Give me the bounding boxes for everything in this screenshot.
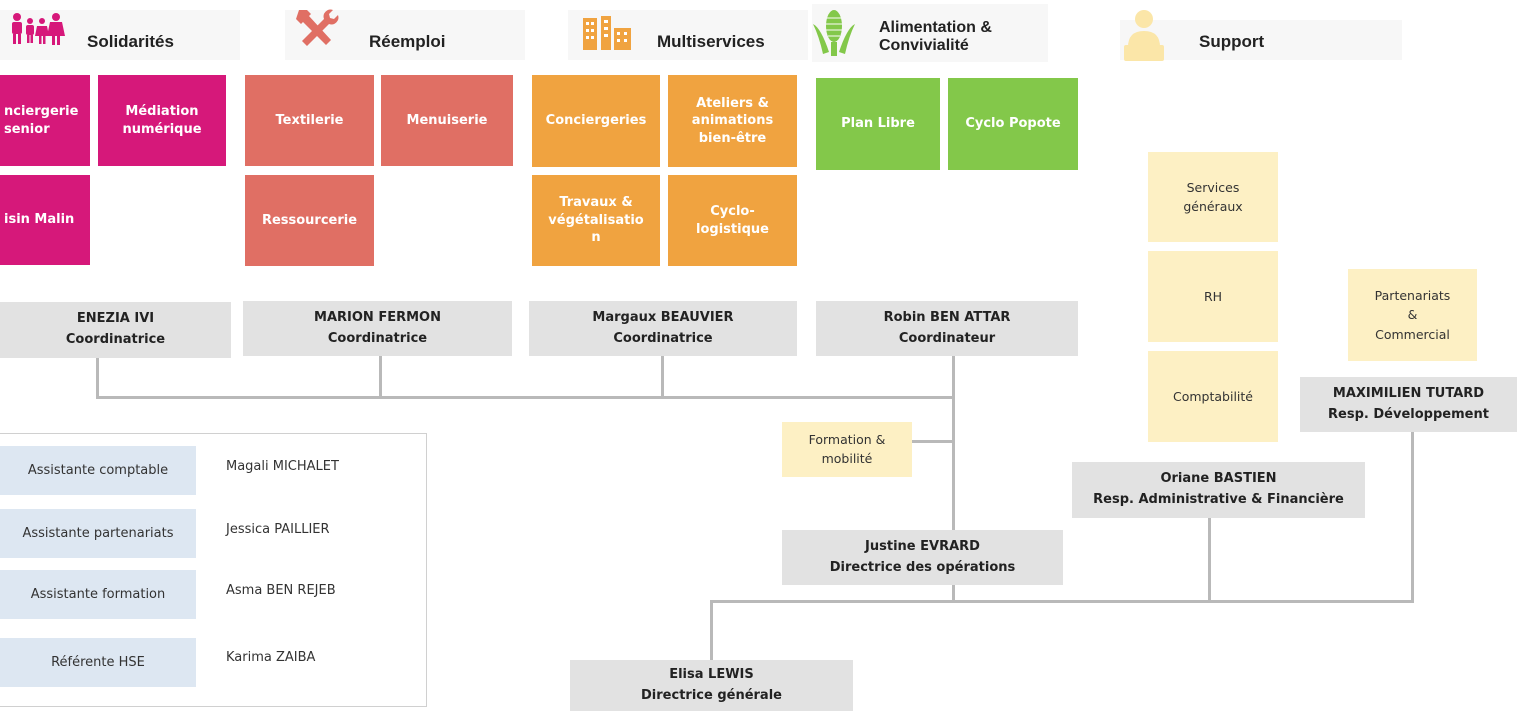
- tile-travaux: Travaux & végétalisatio n: [532, 175, 660, 266]
- person-name: Oriane BASTIEN: [1160, 471, 1277, 487]
- staff-name-2: Asma BEN REJEB: [226, 583, 336, 598]
- header-title-support: Support: [1199, 32, 1265, 51]
- header-title-solidarites: Solidarités: [87, 32, 174, 51]
- tile-label: Comptabilité: [1173, 388, 1253, 404]
- family-icon: [8, 12, 66, 46]
- tile-label: Médiation numérique: [122, 103, 202, 137]
- tile-conciergeries: Conciergeries: [532, 75, 660, 167]
- tile-label: Plan Libre: [841, 116, 915, 132]
- person-box-marion: MARION FERMON Coordinatrice: [243, 301, 512, 356]
- corn-icon: [811, 6, 857, 58]
- person-box-oriane: Oriane BASTIEN Resp. Administrative & Fi…: [1072, 462, 1365, 518]
- staff-name-0: Magali MICHALET: [226, 459, 339, 474]
- person-box-maximilien: MAXIMILIEN TUTARD Resp. Développement: [1300, 377, 1517, 432]
- tile-mediation-numerique: Médiation numérique: [98, 75, 226, 166]
- person-name: Robin BEN ATTAR: [883, 309, 1011, 325]
- tile-partenariats: Partenariats & Commercial: [1348, 269, 1477, 361]
- buildings-icon: [581, 14, 633, 50]
- connector-elisa: [710, 600, 713, 660]
- connector-oriane: [1208, 518, 1211, 602]
- tile-comptabilite: Comptabilité: [1148, 351, 1278, 442]
- tile-label: RH: [1203, 288, 1223, 304]
- tile-label: isin Malin: [4, 212, 75, 228]
- header-alimentation: [812, 4, 1048, 62]
- hammer-wrench-icon: [293, 6, 341, 50]
- tile-formation: Formation & mobilité: [782, 422, 912, 477]
- tile-label: Services généraux: [1183, 179, 1243, 214]
- tile-label: Cyclo- logistique: [696, 203, 769, 237]
- tile-services-generaux: Services généraux: [1148, 152, 1278, 242]
- tile-label: Travaux & végétalisatio n: [548, 195, 644, 246]
- person-name: MARION FERMON: [314, 309, 441, 325]
- connector-robin-to-justine: [952, 356, 955, 532]
- connector-maximilien: [1411, 432, 1414, 602]
- tile-label: Ateliers & animations bien-être: [691, 95, 774, 146]
- tile-ateliers: Ateliers & animations bien-être: [668, 75, 797, 167]
- person-name: MAXIMILIEN TUTARD: [1332, 385, 1485, 401]
- person-box-margaux: Margaux BEAUVIER Coordinatrice: [529, 301, 797, 356]
- connector-formation: [912, 440, 954, 443]
- header-title-multiservices: Multiservices: [657, 32, 765, 51]
- tile-label: Conciergeries: [545, 113, 647, 129]
- tile-label: Formation & mobilité: [808, 432, 886, 466]
- tile-label: nciergerie senior: [4, 103, 79, 137]
- tile-rh: RH: [1148, 251, 1278, 342]
- tile-label: Menuiserie: [406, 112, 488, 128]
- person-role: Coordinatrice: [327, 330, 428, 346]
- staff-name-1: Jessica PAILLIER: [226, 522, 330, 537]
- person-name: ENEZIA IVI: [76, 311, 155, 327]
- tile-label: Partenariats & Commercial: [1374, 287, 1451, 342]
- tile-label: Cyclo Popote: [965, 116, 1061, 132]
- tile-label: Ressourcerie: [261, 212, 358, 228]
- staff-role-3: Référente HSE: [0, 638, 196, 687]
- header-title-reemploi: Réemploi: [369, 32, 446, 51]
- person-role: Coordinateur: [898, 330, 996, 346]
- header-support: [1120, 20, 1402, 60]
- connector-justine-down: [952, 585, 955, 602]
- person-box-robin: Robin BEN ATTAR Coordinateur: [816, 301, 1078, 356]
- staff-role-1: Assistante partenariats: [0, 509, 196, 558]
- staff-name-3: Karima ZAIBA: [226, 650, 316, 665]
- staff-role-2: Assistante formation: [0, 570, 196, 619]
- connector-horizontal-top: [96, 396, 954, 399]
- tile-plan-libre: Plan Libre: [816, 78, 940, 170]
- person-desk-icon: [1122, 7, 1166, 63]
- person-role: Coordinatrice: [65, 332, 166, 347]
- person-name: Margaux BEAUVIER: [592, 309, 734, 325]
- person-role: Resp. Développement: [1328, 406, 1489, 422]
- connector-enezia: [96, 358, 99, 398]
- header-title-alimentation: Alimentation & Convivialité: [879, 19, 992, 55]
- tile-conciergerie-senior: nciergerie senior: [0, 75, 90, 166]
- staff-role-0: Assistante comptable: [0, 446, 196, 495]
- tile-menuiserie: Menuiserie: [381, 75, 513, 166]
- person-name: Elisa LEWIS: [669, 666, 754, 682]
- tile-voisin-malin: isin Malin: [0, 175, 90, 265]
- person-role: Resp. Administrative & Financière: [1093, 492, 1344, 507]
- person-box-enezia: ENEZIA IVI Coordinatrice: [0, 302, 231, 358]
- person-box-justine: Justine EVRARD Directrice des opérations: [782, 530, 1063, 585]
- person-box-elisa: Elisa LEWIS Directrice générale: [570, 660, 853, 711]
- tile-cyclo-logistique: Cyclo- logistique: [668, 175, 797, 266]
- tile-label: Textilerie: [275, 112, 344, 128]
- connector-marion: [379, 356, 382, 398]
- connector-horizontal-bottom: [710, 600, 1414, 603]
- tile-textilerie: Textilerie: [245, 75, 374, 166]
- person-role: Directrice des opérations: [829, 559, 1016, 575]
- person-role: Directrice générale: [641, 687, 782, 703]
- person-name: Justine EVRARD: [865, 538, 980, 554]
- tile-cyclo-popote: Cyclo Popote: [948, 78, 1078, 170]
- connector-margaux: [661, 356, 664, 398]
- tile-ressourcerie: Ressourcerie: [245, 175, 374, 266]
- person-role: Coordinatrice: [613, 330, 713, 346]
